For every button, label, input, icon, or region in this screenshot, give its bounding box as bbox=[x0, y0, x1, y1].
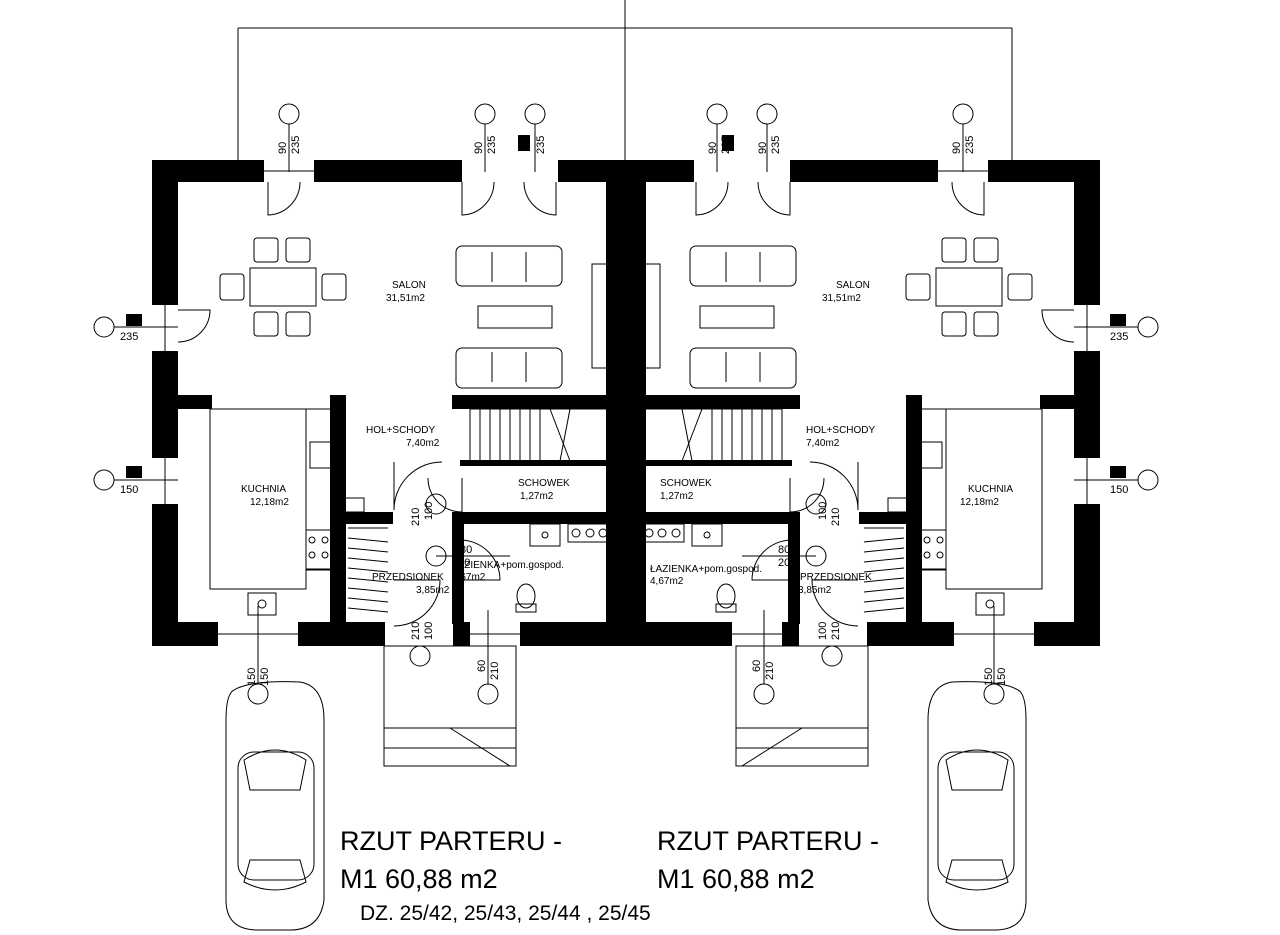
dim-label: 235 bbox=[535, 136, 547, 154]
dim-label: 150 bbox=[120, 484, 138, 496]
room-name-schowek: SCHOWEK bbox=[660, 478, 712, 489]
dim-label: 60 bbox=[751, 660, 763, 672]
room-area-salon: 31,51m2 bbox=[386, 293, 425, 304]
dim-label: 210 bbox=[410, 508, 422, 526]
dim-label: 90 bbox=[951, 142, 963, 154]
room-area-schowek: 1,27m2 bbox=[660, 491, 694, 502]
room-name-kuchnia: KUCHNIA bbox=[968, 484, 1013, 495]
dim-label: 90 bbox=[707, 142, 719, 154]
right-dimension-labels: 90 235 90 235 90 235 90 235 90 150 150 1… bbox=[707, 136, 1128, 686]
dim-label: 80 bbox=[460, 544, 472, 556]
dim-label: 150 bbox=[259, 668, 271, 686]
room-area-hol: 7,40m2 bbox=[806, 438, 840, 449]
dim-label: 90 bbox=[277, 142, 289, 154]
dim-label: 150 bbox=[246, 668, 258, 686]
title-left-line2: M1 60,88 m2 bbox=[340, 864, 498, 894]
dim-label: 235 bbox=[770, 136, 782, 154]
dim-label: 210 bbox=[764, 662, 776, 680]
dim-label: 90 bbox=[1110, 468, 1122, 480]
room-area-schowek: 1,27m2 bbox=[520, 491, 554, 502]
room-area-kuchnia: 12,18m2 bbox=[960, 497, 999, 508]
dim-label: 90 bbox=[1110, 315, 1122, 327]
title-right-line2: M1 60,88 m2 bbox=[657, 864, 815, 894]
dim-label: 100 bbox=[423, 502, 435, 520]
dim-label: 200 bbox=[778, 557, 796, 569]
dim-label: 210 bbox=[830, 622, 842, 640]
dim-label: 90 bbox=[757, 142, 769, 154]
dim-label: 100 bbox=[423, 622, 435, 640]
dim-label: 80 bbox=[778, 544, 790, 556]
room-area-salon: 31,51m2 bbox=[822, 293, 861, 304]
dim-label: 235 bbox=[1110, 331, 1128, 343]
dim-label: 235 bbox=[290, 136, 302, 154]
house-left bbox=[93, 103, 631, 931]
room-area-lazienka: 4,67m2 bbox=[452, 572, 486, 583]
dim-label: 235 bbox=[720, 136, 732, 154]
left-dimension-labels: 90 235 90 235 235 235 150 150 150 210 10… bbox=[120, 136, 547, 686]
room-name-lazienka: ŁAZIENKA+pom.gospod. bbox=[650, 564, 762, 575]
room-area-hol: 7,40m2 bbox=[406, 438, 440, 449]
room-name-kuchnia: KUCHNIA bbox=[241, 484, 286, 495]
dim-label: 150 bbox=[983, 668, 995, 686]
dim-label: 100 bbox=[817, 622, 829, 640]
dim-label: 100 bbox=[817, 502, 829, 520]
room-area-lazienka: 4,67m2 bbox=[650, 576, 684, 587]
plan-titles: RZUT PARTERU - M1 60,88 m2 RZUT PARTERU … bbox=[340, 826, 879, 925]
dim-label: 60 bbox=[476, 660, 488, 672]
dim-label: 235 bbox=[486, 136, 498, 154]
room-name-lazienka: ŁAZIENKA+pom.gospod. bbox=[452, 560, 564, 571]
room-name-hol: HOL+SCHODY bbox=[806, 425, 876, 436]
room-name-przedsionek: PRZEDSIONEK bbox=[372, 572, 444, 583]
plot-numbers: DZ. 25/42, 25/43, 25/44 , 25/45 bbox=[360, 902, 651, 925]
room-area-przedsionek: 3,85m2 bbox=[416, 585, 450, 596]
room-name-hol: HOL+SCHODY bbox=[366, 425, 436, 436]
room-name-salon: SALON bbox=[836, 280, 870, 291]
dim-label: 235 bbox=[120, 331, 138, 343]
terrace-outline bbox=[237, 0, 1013, 162]
room-name-schowek: SCHOWEK bbox=[518, 478, 570, 489]
title-left-line1: RZUT PARTERU - bbox=[340, 826, 562, 856]
dim-label: 150 bbox=[996, 668, 1008, 686]
dim-label: 200 bbox=[452, 557, 470, 569]
dim-label: 235 bbox=[964, 136, 976, 154]
dim-label: 210 bbox=[410, 622, 422, 640]
right-unit-labels: SALON 31,51m2 HOL+SCHODY 7,40m2 KUCHNIA … bbox=[650, 280, 1013, 596]
room-name-salon: SALON bbox=[392, 280, 426, 291]
title-right-line1: RZUT PARTERU - bbox=[657, 826, 879, 856]
room-name-przedsionek: PRZEDSIONEK bbox=[800, 572, 872, 583]
room-area-kuchnia: 12,18m2 bbox=[250, 497, 289, 508]
dim-label: 90 bbox=[473, 142, 485, 154]
room-area-przedsionek: 3,85m2 bbox=[798, 585, 832, 596]
dim-label: 210 bbox=[830, 508, 842, 526]
dim-label: 210 bbox=[489, 662, 501, 680]
house-right bbox=[621, 103, 1159, 931]
left-unit-labels: SALON 31,51m2 HOL+SCHODY 7,40m2 KUCHNIA … bbox=[241, 280, 570, 596]
dim-label: 150 bbox=[1110, 484, 1128, 496]
